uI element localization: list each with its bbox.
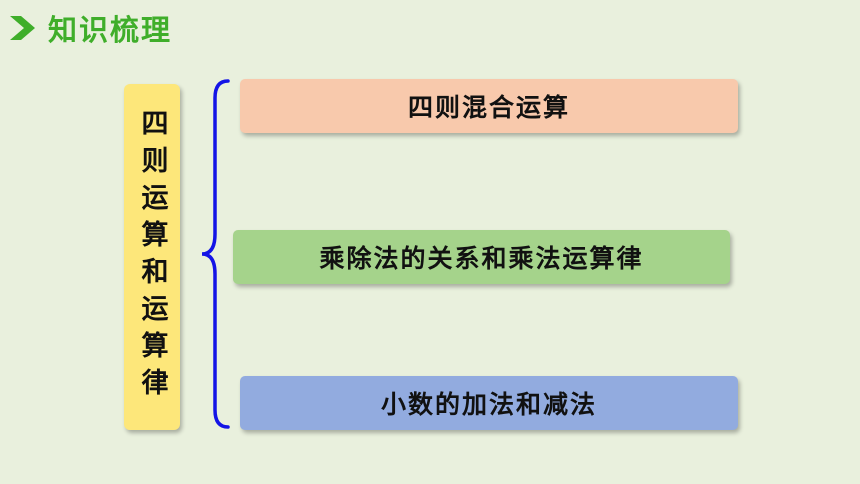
section-header: 知识梳理	[6, 8, 172, 48]
topic-box-mixed-operations: 四则混合运算	[240, 79, 738, 133]
topic-label: 乘除法的关系和乘法运算律	[319, 244, 644, 273]
topic-label: 小数的加法和减法	[380, 390, 597, 419]
chevron-right-icon	[10, 16, 35, 40]
topic-title: 四则运算和运算律	[136, 109, 168, 405]
topic-title-box: 四则运算和运算律	[124, 84, 180, 430]
topic-box-decimal-add-subtract: 小数的加法和减法	[240, 376, 738, 430]
page-title: 知识梳理	[48, 13, 173, 47]
curly-brace	[201, 79, 230, 429]
topic-label: 四则混合运算	[407, 93, 570, 122]
topic-box-multiplication-laws: 乘除法的关系和乘法运算律	[233, 230, 730, 284]
